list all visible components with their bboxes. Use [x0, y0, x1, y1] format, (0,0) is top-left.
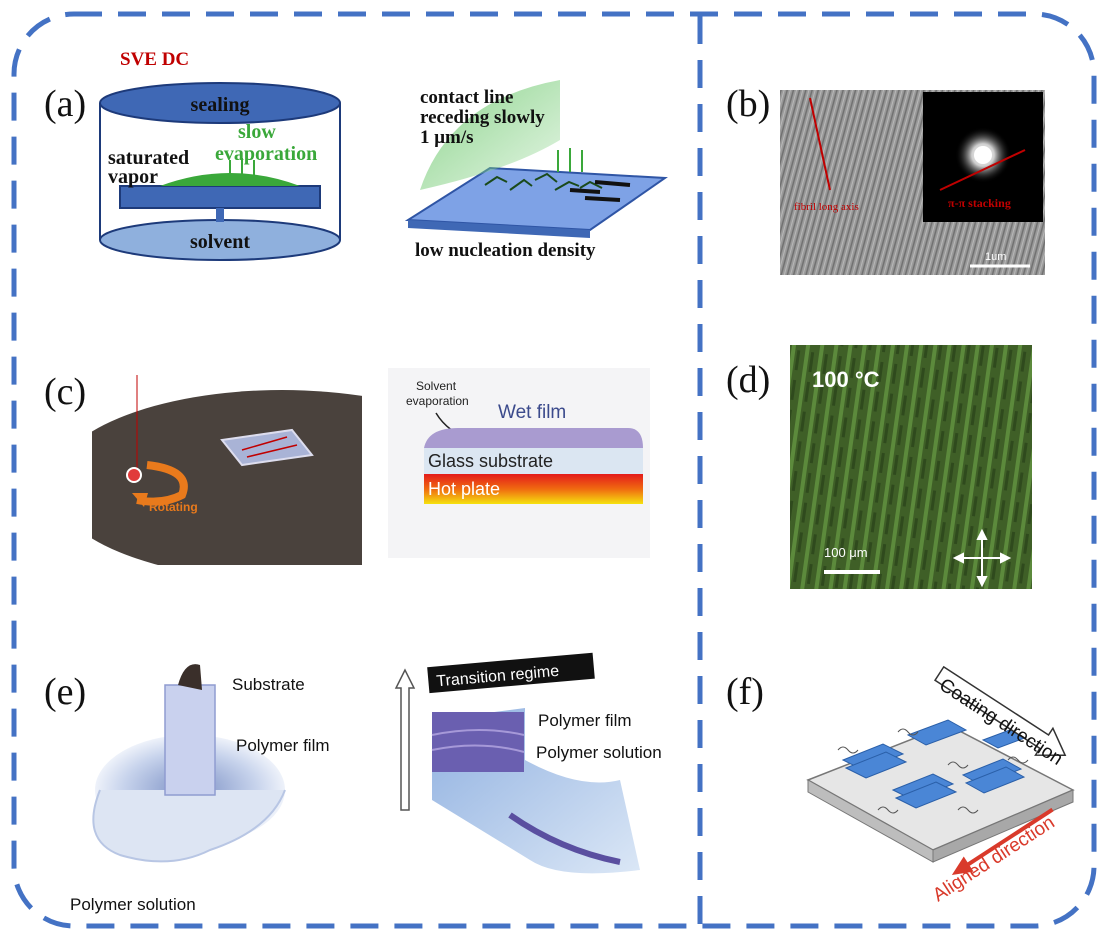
crossed-polarizer-icon [952, 528, 1012, 588]
panel-b-label: (b) [726, 83, 771, 125]
panel-c-spin-diagram: Rotating [92, 375, 362, 565]
hot-plate [424, 474, 643, 504]
coating-direction-arrow [933, 665, 1067, 757]
panel-a-label: (a) [44, 83, 87, 125]
panel-c-film-diagram: Solvent evaporation Wet film Glass subst… [388, 368, 650, 558]
panel-e-label: (e) [44, 671, 87, 713]
panel-d-label: (d) [726, 359, 771, 401]
svg-text:sealing: sealing [191, 94, 250, 116]
substrate-stage [119, 185, 321, 209]
transition-label-box [427, 652, 595, 694]
svg-text:evaporation: evaporation [215, 143, 317, 165]
svg-text:Solvent: Solvent [416, 379, 457, 393]
aligned-direction-arrow [963, 807, 1054, 869]
solution-wedge [420, 80, 560, 190]
svg-text:evaporation: evaporation [406, 394, 469, 408]
svg-text:Rotating: Rotating [149, 500, 198, 514]
up-arrow [394, 668, 416, 811]
svg-text:Glass substrate: Glass substrate [428, 451, 553, 471]
svg-text:saturated: saturated [108, 147, 189, 169]
polymer-drop [160, 173, 300, 186]
holder-clip [178, 664, 202, 690]
svg-text:1 μm/s: 1 μm/s [420, 127, 474, 148]
svg-text:receding slowly: receding slowly [420, 107, 545, 128]
svg-text:vapor: vapor [108, 166, 158, 188]
svg-text:Hot plate: Hot plate [428, 479, 500, 499]
svg-text:Wet film: Wet film [498, 402, 566, 423]
wet-film [424, 428, 643, 448]
svg-text:Polymer solution: Polymer solution [70, 895, 196, 914]
polymer-film-layer [432, 712, 524, 772]
svg-text:Substrate: Substrate [232, 675, 305, 694]
sve-dc-title: SVE DC [120, 49, 189, 70]
svg-text:Polymer solution: Polymer solution [536, 743, 662, 762]
svg-text:low nucleation density: low nucleation density [415, 240, 596, 261]
panel-f-label: (f) [726, 671, 764, 713]
sample-slide [220, 428, 314, 467]
svg-text:contact line: contact line [420, 87, 513, 108]
panel-c-label: (c) [44, 371, 87, 413]
svg-text:slow: slow [238, 121, 276, 143]
panel-d-micrograph: 100 °C 100 μm [790, 345, 1032, 589]
svg-text:100 μm: 100 μm [824, 545, 868, 560]
panel-f-diagram: Coating direction Aligned direction [806, 665, 1075, 906]
svg-text:solvent: solvent [190, 231, 250, 253]
panel-b-micrograph: fibril long axis π-π stacking 1um [780, 90, 1045, 275]
glass-substrate [424, 448, 643, 474]
panel-a-diagram: SVE DC sealing slow evaporation saturate… [99, 49, 668, 261]
svg-text:Polymer film: Polymer film [236, 736, 330, 755]
svg-text:Polymer film: Polymer film [538, 711, 632, 730]
svg-text:fibril long axis: fibril long axis [794, 201, 859, 213]
svg-text:π-π stacking: π-π stacking [948, 196, 1011, 210]
substrate-slide [164, 684, 216, 796]
spin-center [126, 467, 142, 483]
svg-text:100 °C: 100 °C [812, 367, 880, 392]
panel-e-diagram: Substrate Polymer film Polymer solution … [70, 652, 662, 914]
rotating-arrow [136, 461, 188, 506]
svg-text:1um: 1um [985, 251, 1006, 263]
